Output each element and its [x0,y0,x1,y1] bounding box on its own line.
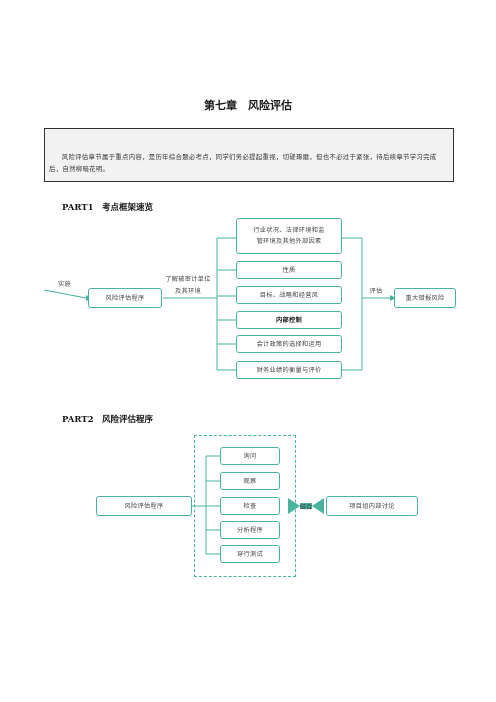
part1-item-2: 性质 [236,261,342,279]
part2-item-5: 穿行测试 [220,545,280,563]
part1-item-5: 会计政策的选择和运用 [236,335,342,353]
part1-result-box: 重大错报风险 [394,288,456,308]
part2-left-arrow [288,498,300,514]
part1-item-1-line2: 管环境及其他外部因素 [256,238,322,245]
part1-program-box: 风险评估程序 [88,288,162,308]
part1-right-label: 评估 [369,288,383,295]
part1-left-label: 实施 [58,281,71,288]
part1-item-6: 财务业绩的衡量与评价 [236,361,342,379]
part2-tag: 结合 [299,503,313,511]
intro-box: 风险评估章节属于重点内容，是历年综合题必考点，同学们务必提起重视，切磋琢磨，但也… [44,128,454,182]
part2-title: PART2 风险评估程序 [62,415,154,425]
part1-item-1: 行业状况、法律环境和监 管环境及其他外部因素 [236,218,342,254]
part1-middle-label-2: 及其环境 [175,288,201,295]
part1-item-1-line1: 行业状况、法律环境和监 [253,227,325,234]
part1-item-4: 内部控制 [236,311,342,329]
part1-item-3: 目标、战略和经营风 [236,286,342,304]
page-title: 第七章 风险评估 [204,99,292,112]
part2-item-2: 观察 [220,472,280,490]
part1-title: PART1 考点框架速览 [62,203,154,213]
part2-result-box: 项目组内部讨论 [326,496,418,516]
part1-middle-label-1: 了解被审计单位 [165,276,211,283]
part2-item-4: 分析程序 [220,521,280,539]
part2-right-arrow [312,498,324,514]
part2-program-box: 风险评估程序 [96,496,192,516]
part2-item-3: 检查 [220,497,280,515]
part2-item-1: 询问 [220,447,280,465]
